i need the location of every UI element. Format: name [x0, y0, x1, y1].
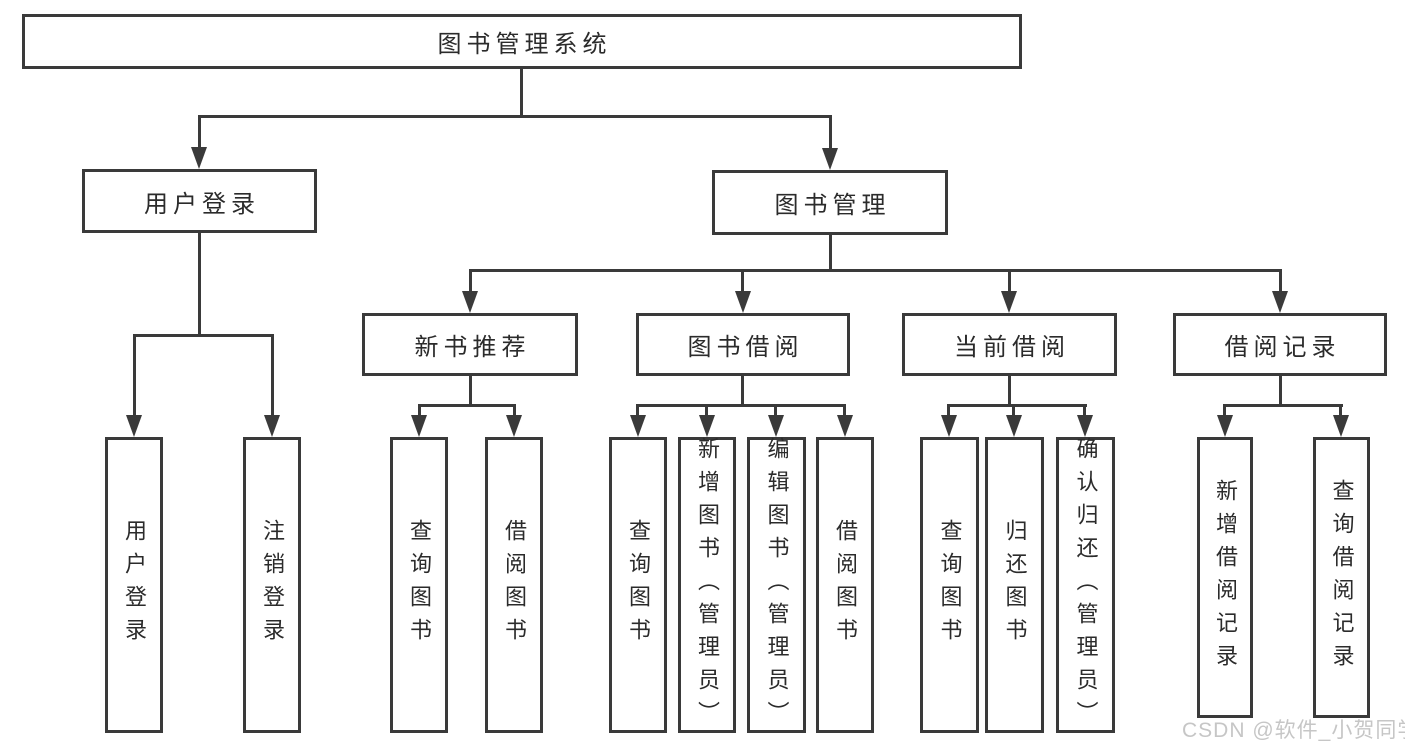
arrow-down-icon	[411, 415, 427, 437]
connector-current-hline	[948, 404, 1087, 407]
connector-newbook-hline	[418, 404, 516, 407]
connector-mgmt-hline	[469, 269, 1282, 272]
leaf-borrow-borrow-book: 借阅图书	[816, 437, 874, 733]
arrow-down-icon	[735, 291, 751, 313]
connector-newbook-stem	[469, 376, 472, 407]
leaf-current-return-book: 归还图书	[985, 437, 1044, 733]
arrow-down-icon	[1077, 415, 1093, 437]
arrow-down-icon	[462, 291, 478, 313]
connector-arrow-stem	[1223, 404, 1226, 417]
arrow-down-icon	[1006, 415, 1022, 437]
arrow-down-icon	[822, 148, 838, 170]
connector-root-stem	[520, 69, 523, 118]
arrow-down-icon	[1272, 291, 1288, 313]
leaf-current-query-book: 查询图书	[920, 437, 979, 733]
node-root: 图书管理系统	[22, 14, 1022, 69]
leaf-logout: 注销登录	[243, 437, 301, 733]
arrow-down-icon	[264, 415, 280, 437]
connector-mgmt-arrow-stem	[829, 115, 832, 151]
connector-arrow-stem	[843, 404, 846, 417]
connector-mgmt-stem	[829, 235, 832, 272]
connector-borrow-stem	[741, 376, 744, 407]
node-book-management: 图书管理	[712, 170, 948, 235]
connector-arrow-stem	[469, 269, 472, 293]
watermark-text: CSDN @软件_小贺同学	[1182, 719, 1405, 742]
leaf-newbook-query-book: 查询图书	[390, 437, 448, 733]
connector-arrow-stem	[271, 334, 274, 416]
leaf-current-confirm-return-admin: 确认归还（管理员）	[1056, 437, 1115, 734]
node-borrowing-records: 借阅记录	[1173, 313, 1387, 376]
node-new-book-recommendation: 新书推荐	[362, 313, 578, 376]
connector-arrow-stem	[1008, 269, 1011, 293]
leaf-user-login: 用户登录	[105, 437, 163, 733]
arrow-down-icon	[191, 147, 207, 169]
arrow-down-icon	[1217, 415, 1233, 437]
arrow-down-icon	[941, 415, 957, 437]
connector-arrow-stem	[705, 404, 708, 417]
arrow-down-icon	[1333, 415, 1349, 437]
connector-arrow-stem	[1083, 404, 1086, 417]
arrow-down-icon	[699, 415, 715, 437]
connector-arrow-stem	[513, 404, 516, 417]
connector-user-stem	[198, 233, 201, 337]
arrow-down-icon	[126, 415, 142, 437]
arrow-down-icon	[506, 415, 522, 437]
connector-arrow-stem	[418, 404, 421, 417]
connector-user-hline	[133, 334, 274, 337]
connector-records-stem	[1279, 376, 1282, 407]
connector-user-arrow-stem	[198, 115, 201, 150]
arrow-down-icon	[630, 415, 646, 437]
leaf-borrow-query-book: 查询图书	[609, 437, 667, 733]
connector-borrow-hline	[637, 404, 846, 407]
leaf-newbook-borrow-book: 借阅图书	[485, 437, 543, 733]
connector-arrow-stem	[741, 269, 744, 293]
connector-arrow-stem	[1012, 404, 1015, 417]
connector-arrow-stem	[1339, 404, 1342, 417]
node-current-borrowing: 当前借阅	[902, 313, 1117, 376]
leaf-borrow-edit-book-admin: 编辑图书（管理员）	[747, 437, 806, 734]
arrow-down-icon	[1001, 291, 1017, 313]
leaf-borrow-add-book-admin: 新增图书（管理员）	[678, 437, 736, 734]
connector-arrow-stem	[1279, 269, 1282, 293]
connector-arrow-stem	[133, 334, 136, 416]
node-book-borrowing: 图书借阅	[636, 313, 850, 376]
connector-arrow-stem	[774, 404, 777, 417]
connector-root-hline	[198, 115, 832, 118]
leaf-records-query-record: 查询借阅记录	[1313, 437, 1370, 718]
connector-current-stem	[1008, 376, 1011, 407]
leaf-records-add-record: 新增借阅记录	[1197, 437, 1253, 718]
arrow-down-icon	[837, 415, 853, 437]
arrow-down-icon	[768, 415, 784, 437]
connector-arrow-stem	[636, 404, 639, 417]
node-user-login: 用户登录	[82, 169, 317, 233]
connector-arrow-stem	[947, 404, 950, 417]
connector-records-hline	[1224, 404, 1343, 407]
